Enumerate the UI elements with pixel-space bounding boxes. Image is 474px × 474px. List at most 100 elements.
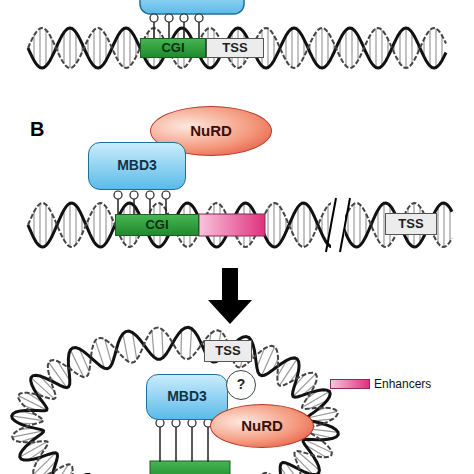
- helix-stroke: [28, 203, 334, 247]
- base-pair: [267, 208, 268, 242]
- helix-stroke: [342, 203, 452, 247]
- base-pair: [180, 330, 182, 356]
- mbd3-protein: MBD3: [146, 374, 228, 420]
- node-label: MBD3: [117, 158, 157, 173]
- base-pair: [39, 29, 40, 68]
- base-pair: [297, 30, 298, 66]
- cgi-box: CGI: [115, 214, 199, 236]
- helix-stroke: [12, 327, 339, 474]
- base-pair: [327, 32, 328, 63]
- tss-box: TSS: [385, 213, 437, 235]
- base-pair: [39, 204, 40, 246]
- base-pair: [375, 29, 376, 68]
- legend-text: Enhancers: [374, 377, 431, 391]
- protein-fragment: [140, 0, 244, 14]
- base-pair: [309, 208, 310, 242]
- base-pair: [129, 30, 130, 66]
- node-label: CGI: [161, 41, 184, 55]
- methyl-group: [165, 14, 173, 22]
- base-pair: [99, 203, 100, 247]
- base-pair: [75, 32, 76, 63]
- methyl-stem: [159, 423, 161, 462]
- base-pair: [449, 208, 450, 242]
- base-pair: [405, 28, 406, 68]
- helix-stroke: [28, 28, 446, 68]
- base-pair: [105, 207, 106, 243]
- helix-stroke: [28, 203, 334, 247]
- base-pair: [297, 207, 298, 243]
- methyl-stem: [207, 423, 209, 462]
- base-pair: [63, 210, 64, 240]
- base-pair: [399, 32, 400, 63]
- base-pair: [411, 32, 412, 63]
- base-pair: [69, 203, 70, 246]
- methyl-group: [180, 14, 188, 22]
- methyl-group: [172, 419, 180, 427]
- base-pair: [45, 30, 46, 66]
- methyl-group: [195, 14, 203, 22]
- base-pair: [321, 28, 322, 68]
- cgi-box: CGI: [140, 38, 206, 58]
- nurd-complex: NuRD: [210, 404, 314, 448]
- node-label: ?: [237, 377, 246, 392]
- methyl-group: [150, 14, 158, 22]
- base-pair: [45, 205, 46, 246]
- base-pair: [303, 203, 304, 247]
- dna-helix: [12, 28, 452, 474]
- methyl-stem: [191, 423, 193, 462]
- node-label: MBD3: [167, 389, 207, 404]
- legend-swatch: [330, 379, 370, 389]
- methyl-group: [146, 191, 154, 199]
- base-pair: [359, 205, 360, 246]
- tss-box: TSS: [204, 340, 252, 362]
- base-pair: [345, 30, 346, 66]
- node-label: TSS: [215, 344, 240, 358]
- base-pair: [437, 207, 438, 243]
- question-bubble: ?: [226, 370, 256, 400]
- helix-stroke: [28, 28, 446, 68]
- helix-stroke: [12, 328, 338, 474]
- base-pair: [190, 329, 192, 359]
- methyl-group: [188, 419, 196, 427]
- base-pair: [99, 29, 100, 68]
- down-arrow: [208, 268, 252, 324]
- enhancer-region: [199, 214, 265, 236]
- node-label: NuRD: [190, 123, 232, 140]
- base-pair: [93, 30, 94, 66]
- base-pair: [273, 203, 274, 247]
- cgi-fragment: [150, 461, 230, 474]
- base-pair: [93, 208, 94, 242]
- node-label: TSS: [398, 217, 423, 231]
- base-pair: [353, 204, 354, 246]
- base-pair: [291, 29, 292, 68]
- base-pair: [162, 329, 163, 358]
- base-pair: [123, 29, 124, 68]
- base-pair: [377, 210, 378, 240]
- panel-letter: B: [30, 118, 44, 141]
- base-pair: [435, 29, 436, 68]
- base-pair: [267, 29, 268, 68]
- base-pair: [429, 30, 430, 66]
- methyl-stem: [175, 423, 177, 462]
- base-pair: [75, 206, 76, 245]
- node-label: NuRD: [241, 418, 283, 435]
- node-label: TSS: [222, 41, 247, 55]
- base-pair: [351, 29, 352, 68]
- base-pair: [315, 32, 316, 63]
- base-pair: [443, 203, 444, 247]
- mbd3-protein: MBD3: [88, 142, 186, 190]
- break-mark: [326, 196, 350, 254]
- helix-stroke: [342, 203, 452, 247]
- methyl-group: [130, 191, 138, 199]
- methyl-group: [114, 191, 122, 199]
- base-pair: [279, 207, 280, 243]
- node-label: CGI: [145, 218, 168, 232]
- methyl-group: [162, 191, 170, 199]
- methyl-group: [156, 419, 164, 427]
- tss-box: TSS: [206, 38, 264, 58]
- base-pair: [69, 28, 70, 68]
- base-pair: [381, 30, 382, 66]
- legend-row: Enhancers: [330, 377, 431, 391]
